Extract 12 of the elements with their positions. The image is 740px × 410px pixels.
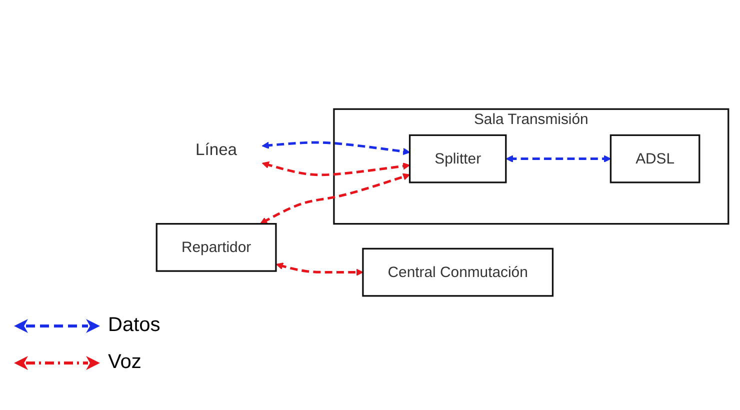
legend-label: Voz bbox=[108, 351, 142, 374]
node-box: ADSL bbox=[610, 134, 700, 184]
arrow bbox=[260, 173, 410, 224]
node-box: Splitter bbox=[408, 134, 507, 184]
arrow bbox=[506, 155, 612, 162]
legend-label: Datos bbox=[108, 314, 160, 337]
node-text: Línea bbox=[196, 140, 238, 160]
node-box: Repartidor bbox=[156, 223, 277, 272]
arrow bbox=[262, 141, 410, 156]
node-box: Central Conmutación bbox=[362, 248, 554, 297]
arrow bbox=[276, 262, 364, 276]
arrow bbox=[262, 161, 410, 176]
